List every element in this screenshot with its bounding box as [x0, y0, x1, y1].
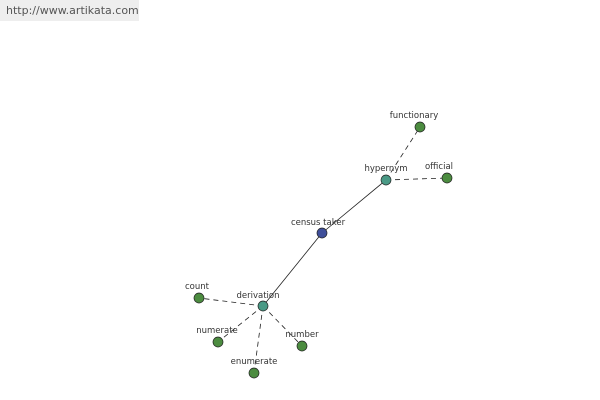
node-count[interactable]: count	[185, 282, 210, 304]
node-derivation[interactable]: derivation	[236, 291, 280, 312]
edge-census-taker-derivation	[262, 232, 323, 307]
node-circle-functionary[interactable]	[414, 121, 426, 133]
node-circle-hypernym[interactable]	[380, 174, 392, 186]
node-label-official[interactable]: official	[425, 162, 453, 172]
edge-derivation-enumerate	[253, 305, 264, 374]
edge-derivation-numerate	[217, 305, 264, 343]
edge-derivation-count	[198, 297, 264, 307]
node-circle-official[interactable]	[441, 172, 453, 184]
node-circle-derivation[interactable]	[257, 300, 269, 312]
node-label-hypernym[interactable]: hypernym	[364, 164, 407, 174]
node-circle-census-taker[interactable]	[316, 227, 328, 239]
node-number[interactable]: number	[285, 330, 319, 352]
node-label-numerate[interactable]: numerate	[196, 326, 238, 336]
nodes-layer: census taker hypernym derivation functionar…	[185, 111, 453, 379]
node-label-census-taker[interactable]: census taker	[291, 218, 346, 228]
edges-layer	[198, 126, 448, 374]
edge-hypernym-official	[385, 177, 448, 181]
node-label-enumerate[interactable]: enumerate	[231, 357, 278, 367]
node-circle-numerate[interactable]	[212, 336, 224, 348]
node-official[interactable]: official	[425, 162, 453, 184]
node-circle-count[interactable]	[193, 292, 205, 304]
url-banner-text[interactable]: http://www.artikata.com	[6, 4, 139, 17]
node-circle-enumerate[interactable]	[248, 367, 260, 379]
node-circle-number[interactable]	[296, 340, 308, 352]
node-hypernym[interactable]: hypernym	[364, 164, 408, 186]
node-label-count[interactable]: count	[185, 282, 210, 292]
node-label-functionary[interactable]: functionary	[390, 111, 438, 121]
edge-derivation-number	[262, 305, 303, 347]
node-census-taker[interactable]: census taker	[291, 218, 346, 239]
node-label-number[interactable]: number	[285, 330, 319, 340]
edge-census-taker-hypernym	[321, 179, 387, 234]
node-functionary[interactable]: functionary	[390, 111, 438, 133]
node-numerate[interactable]: numerate	[196, 326, 238, 348]
edge-hypernym-functionary	[385, 126, 421, 181]
node-enumerate[interactable]: enumerate	[231, 357, 278, 379]
node-label-derivation[interactable]: derivation	[236, 291, 279, 301]
url-banner[interactable]: http://www.artikata.com	[0, 0, 139, 21]
